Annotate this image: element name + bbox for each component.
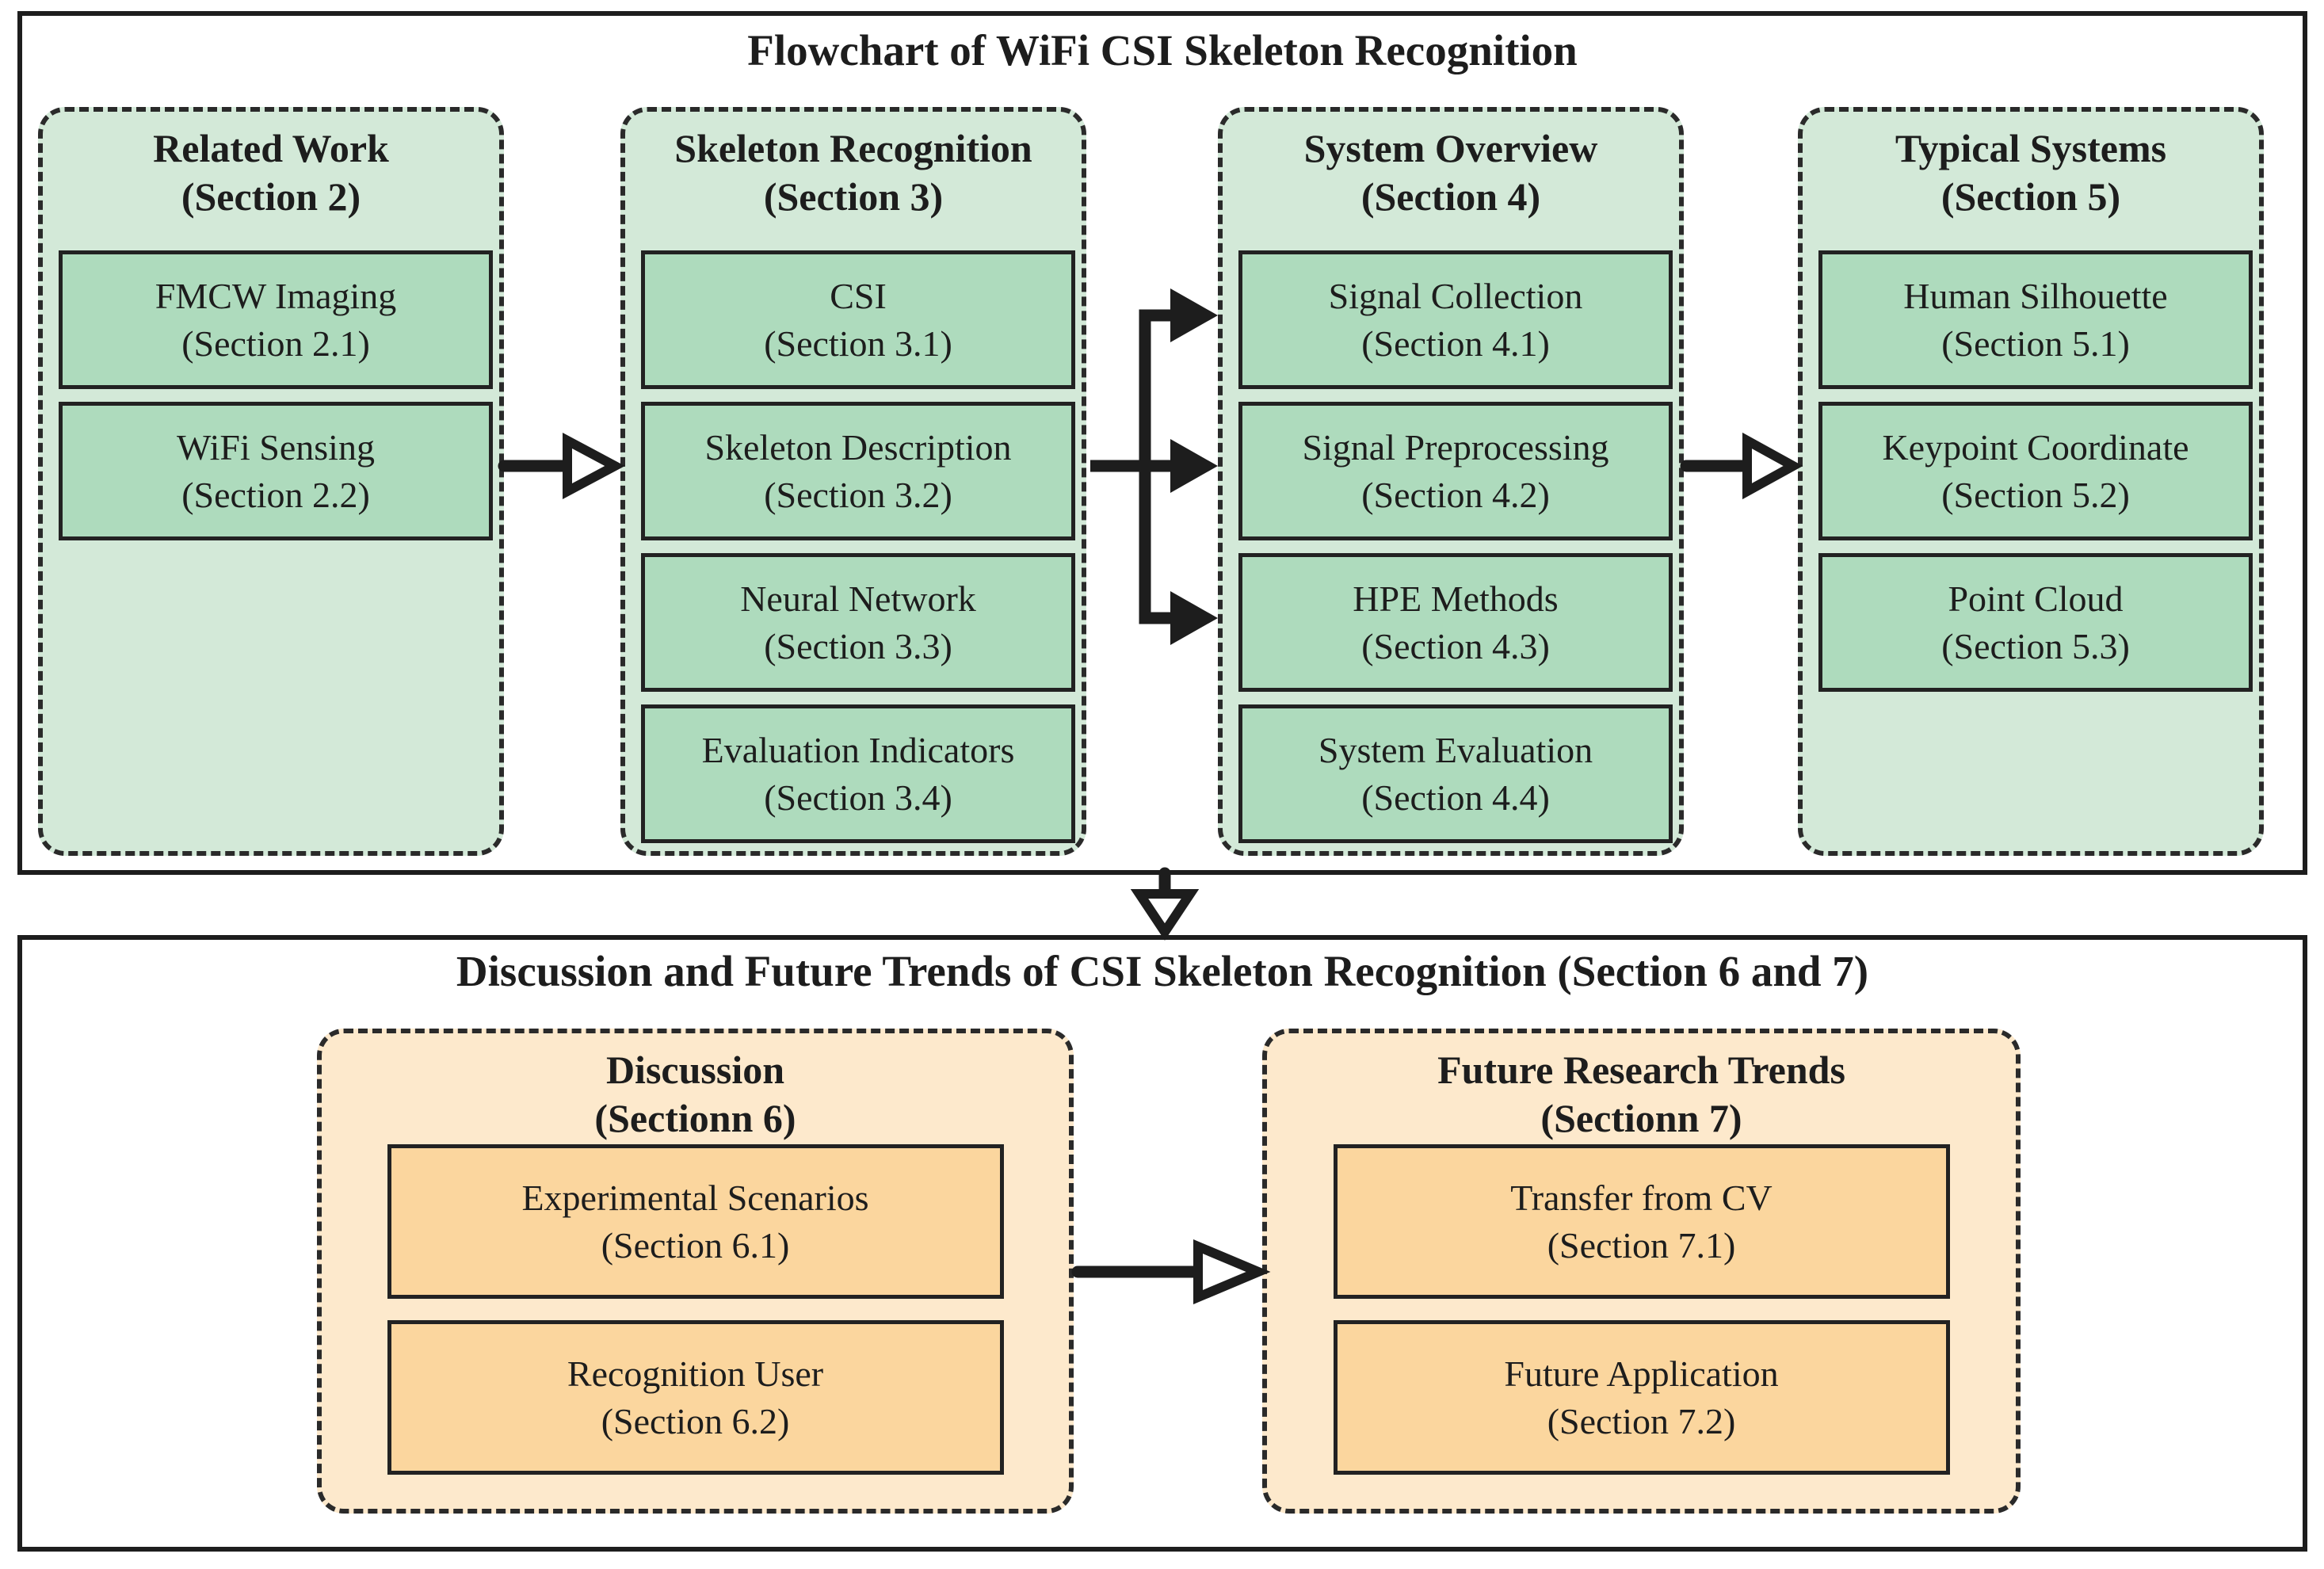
box-neural-network: Neural Network (Section 3.3)	[641, 553, 1075, 692]
box-line2: (Section 5.3)	[1941, 625, 2130, 666]
box-line1: Recognition User	[567, 1353, 824, 1394]
box-line1: WiFi Sensing	[177, 426, 375, 468]
column-skeleton-recognition-header: Skeleton Recognition (Section 3)	[625, 112, 1082, 221]
box-line1: Point Cloud	[1948, 578, 2124, 619]
box-point-cloud: Point Cloud (Section 5.3)	[1818, 553, 2253, 692]
arrow-top-to-bottom-section	[1130, 867, 1200, 941]
box-line2: (Section 2.2)	[181, 474, 370, 515]
box-hpe-methods: HPE Methods (Section 4.3)	[1238, 553, 1673, 692]
box-human-silhouette: Human Silhouette (Section 5.1)	[1818, 250, 2253, 389]
box-skeleton-description: Skeleton Description (Section 3.2)	[641, 402, 1075, 540]
box-line2: (Section 6.1)	[601, 1224, 790, 1266]
top-section-title: Flowchart of WiFi CSI Skeleton Recogniti…	[747, 26, 1578, 74]
group-future-research-trends: Future Research Trends (Sectionn 7) Tran…	[1262, 1029, 2021, 1514]
header-line1: Related Work	[153, 126, 389, 170]
box-csi: CSI (Section 3.1)	[641, 250, 1075, 389]
box-line2: (Section 3.3)	[764, 625, 952, 666]
box-line2: (Section 3.1)	[764, 323, 952, 364]
column-system-overview: System Overview (Section 4) Signal Colle…	[1218, 107, 1684, 856]
box-line1: Human Silhouette	[1903, 275, 2168, 316]
box-line2: (Section 6.2)	[601, 1400, 790, 1441]
column-typical-systems-header: Typical Systems (Section 5)	[1803, 112, 2259, 221]
column-related-work-header: Related Work (Section 2)	[43, 112, 499, 221]
header-line1: Discussion	[605, 1048, 785, 1092]
bottom-section-title: Discussion and Future Trends of CSI Skel…	[456, 947, 1869, 995]
box-line2: (Section 4.3)	[1361, 625, 1550, 666]
box-line1: Future Application	[1504, 1353, 1779, 1394]
box-evaluation-indicators: Evaluation Indicators (Section 3.4)	[641, 704, 1075, 843]
box-line1: CSI	[830, 275, 887, 316]
box-signal-collection: Signal Collection (Section 4.1)	[1238, 250, 1673, 389]
box-system-evaluation: System Evaluation (Section 4.4)	[1238, 704, 1673, 843]
header-line2: (Section 2)	[181, 174, 361, 219]
box-keypoint-coordinate: Keypoint Coordinate (Section 5.2)	[1818, 402, 2253, 540]
box-line1: Evaluation Indicators	[701, 729, 1015, 770]
header-line2: (Section 5)	[1940, 174, 2121, 219]
box-line2: (Section 3.2)	[764, 474, 952, 515]
box-future-application: Future Application (Section 7.2)	[1333, 1320, 1950, 1475]
box-line2: (Section 4.2)	[1361, 474, 1550, 515]
header-line1: Typical Systems	[1895, 126, 2167, 170]
box-line1: Skeleton Description	[704, 426, 1012, 468]
header-line1: Skeleton Recognition	[674, 126, 1032, 170]
header-line1: System Overview	[1303, 126, 1598, 170]
column-related-work: Related Work (Section 2) FMCW Imaging (S…	[38, 107, 504, 856]
box-line1: System Evaluation	[1318, 729, 1593, 770]
box-experimental-scenarios: Experimental Scenarios (Section 6.1)	[387, 1144, 1004, 1299]
header-line2: (Sectionn 7)	[1540, 1096, 1742, 1140]
box-line2: (Section 7.1)	[1547, 1224, 1736, 1266]
box-recognition-user: Recognition User (Section 6.2)	[387, 1320, 1004, 1475]
header-line1: Future Research Trends	[1437, 1048, 1845, 1092]
column-typical-systems: Typical Systems (Section 5) Human Silhou…	[1798, 107, 2264, 856]
box-line2: (Section 2.1)	[181, 323, 370, 364]
header-line2: (Section 4)	[1360, 174, 1541, 219]
box-transfer-from-cv: Transfer from CV (Section 7.1)	[1333, 1144, 1950, 1299]
box-line1: Signal Collection	[1328, 275, 1583, 316]
box-line2: (Section 7.2)	[1547, 1400, 1736, 1441]
column-system-overview-header: System Overview (Section 4)	[1223, 112, 1679, 221]
box-line1: Neural Network	[740, 578, 976, 619]
box-fmcw-imaging: FMCW Imaging (Section 2.1)	[59, 250, 493, 389]
column-skeleton-recognition: Skeleton Recognition (Section 3) CSI (Se…	[620, 107, 1086, 856]
box-line1: Keypoint Coordinate	[1882, 426, 2189, 468]
box-line1: Transfer from CV	[1510, 1177, 1773, 1218]
box-wifi-sensing: WiFi Sensing (Section 2.2)	[59, 402, 493, 540]
box-line2: (Section 4.4)	[1361, 777, 1550, 818]
group-future-research-trends-header: Future Research Trends (Sectionn 7)	[1267, 1033, 2016, 1143]
group-discussion: Discussion (Sectionn 6) Experimental Sce…	[317, 1029, 1074, 1514]
header-line2: (Section 3)	[763, 174, 944, 219]
box-line2: (Section 4.1)	[1361, 323, 1550, 364]
box-line2: (Section 5.1)	[1941, 323, 2130, 364]
header-line2: (Sectionn 6)	[594, 1096, 796, 1140]
box-line1: Experimental Scenarios	[521, 1177, 869, 1218]
box-signal-preprocessing: Signal Preprocessing (Section 4.2)	[1238, 402, 1673, 540]
box-line2: (Section 5.2)	[1941, 474, 2130, 515]
box-line1: FMCW Imaging	[155, 275, 397, 316]
box-line1: Signal Preprocessing	[1302, 426, 1609, 468]
group-discussion-header: Discussion (Sectionn 6)	[322, 1033, 1069, 1143]
box-line2: (Section 3.4)	[764, 777, 952, 818]
box-line1: HPE Methods	[1353, 578, 1559, 619]
